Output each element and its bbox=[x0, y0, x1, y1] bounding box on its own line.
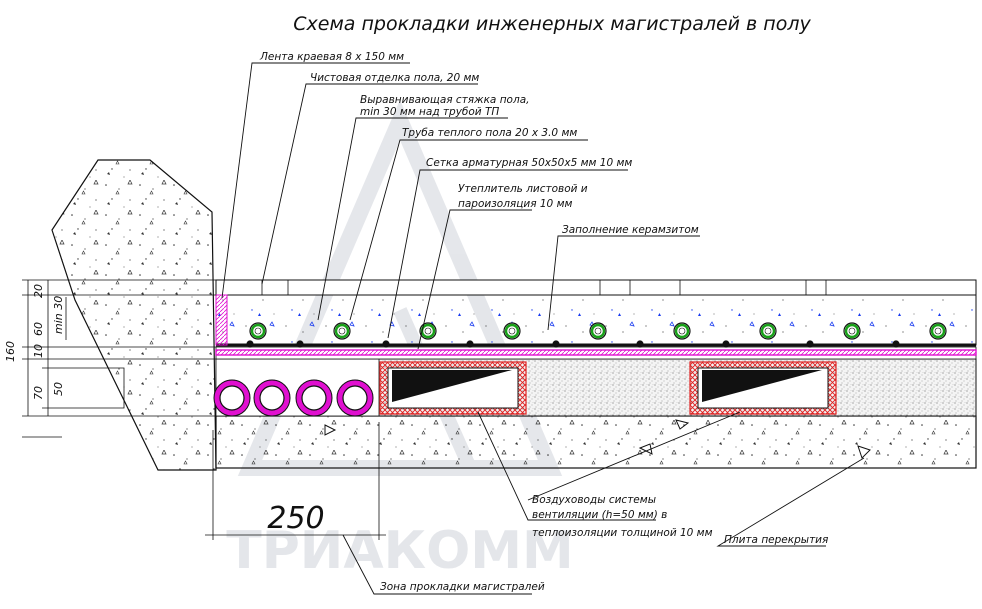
pipe-bundle bbox=[213, 379, 374, 417]
dim-insulation: 10 bbox=[32, 344, 45, 358]
callout-fill: Заполнение керамзитом bbox=[562, 224, 699, 236]
heating-pipe-icon bbox=[759, 322, 777, 340]
rebar-dot-icon bbox=[806, 340, 814, 348]
dim-screed: 60 bbox=[32, 322, 45, 336]
dim-screed-min: min 30 bbox=[52, 296, 65, 334]
rebar-dot-icon bbox=[466, 340, 474, 348]
diagram-title: Схема прокладки инженерных магистралей в… bbox=[293, 13, 811, 35]
pipe-bundle-icon bbox=[336, 379, 374, 417]
dim-duct-height: 50 bbox=[52, 382, 65, 396]
ventilation-duct-2 bbox=[689, 361, 837, 415]
callout-ducts-1: Воздуховоды системы bbox=[532, 494, 656, 506]
heating-pipe-icon bbox=[419, 322, 437, 340]
rebar-dot-icon bbox=[246, 340, 254, 348]
callout-insulation-1: Утеплитель листовой и bbox=[458, 183, 588, 195]
floor-slab bbox=[215, 415, 977, 469]
edge-tape bbox=[215, 294, 228, 346]
watermark-text: ТРИАКОММ bbox=[226, 521, 574, 581]
callout-pipe: Труба теплого пола 20 х 3.0 мм bbox=[402, 127, 577, 139]
ventilation-duct-1 bbox=[379, 361, 527, 415]
vapor-barrier-layer bbox=[215, 349, 977, 356]
heating-pipe-icon bbox=[249, 322, 267, 340]
callout-insulation-2: пароизоляция 10 мм bbox=[458, 198, 572, 210]
callout-slab: Плита перекрытия bbox=[724, 534, 828, 546]
heating-pipe-icon bbox=[589, 322, 607, 340]
dim-fill: 70 bbox=[32, 386, 45, 400]
callout-finish: Чистовая отделка пола, 20 мм bbox=[310, 72, 479, 84]
rebar-dot-icon bbox=[892, 340, 900, 348]
heating-pipe-icon bbox=[843, 322, 861, 340]
pipe-bundle-icon bbox=[253, 379, 291, 417]
callout-edge-tape: Лента краевая 8 х 150 мм bbox=[259, 51, 404, 63]
heating-pipe-icon bbox=[333, 322, 351, 340]
rebar-dot-icon bbox=[382, 340, 390, 348]
rebar-dot-icon bbox=[636, 340, 644, 348]
pipe-bundle-icon bbox=[295, 379, 333, 417]
dimension-lines bbox=[22, 279, 386, 540]
dim-total: 160 bbox=[4, 341, 17, 362]
callout-ducts-2: вентиляции (h=50 мм) в bbox=[532, 509, 667, 521]
heating-pipe-icon bbox=[929, 322, 947, 340]
dim-finish: 20 bbox=[32, 284, 45, 298]
callout-screed-1: Выравнивающая стяжка пола, bbox=[360, 94, 529, 106]
wall-section bbox=[51, 159, 217, 471]
rebar-dot-icon bbox=[722, 340, 730, 348]
heating-pipe-icon bbox=[503, 322, 521, 340]
leader-lines bbox=[221, 62, 865, 595]
heating-pipe-icon bbox=[673, 322, 691, 340]
dim-zone-width: 250 bbox=[267, 501, 324, 536]
rebar-dot-icon bbox=[296, 340, 304, 348]
callout-ducts-3: теплоизоляции толщиной 10 мм bbox=[532, 527, 713, 539]
callout-zone: Зона прокладки магистралей bbox=[380, 581, 545, 593]
rebar-dot-icon bbox=[552, 340, 560, 348]
finish-floor bbox=[215, 279, 977, 296]
rebar-dots bbox=[246, 340, 900, 348]
pipe-bundle-icon bbox=[213, 379, 251, 417]
heating-pipes bbox=[249, 322, 947, 340]
callout-screed-2: min 30 мм над трубой ТП bbox=[360, 106, 499, 118]
callout-mesh: Сетка арматурная 50х50х5 мм 10 мм bbox=[426, 157, 632, 169]
